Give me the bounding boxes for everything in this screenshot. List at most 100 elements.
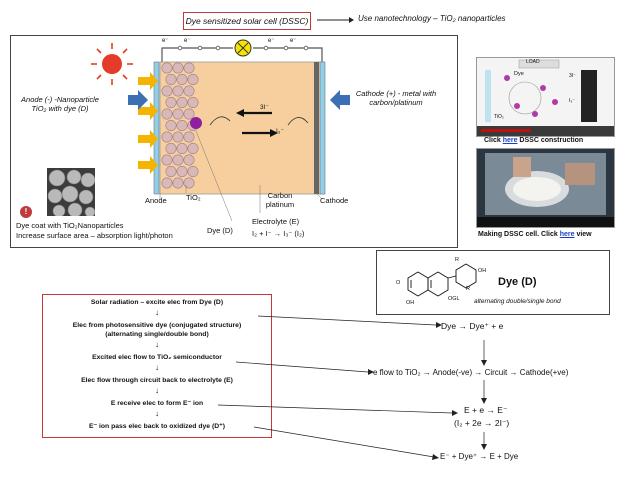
cathode-plate <box>314 62 319 194</box>
construction-link[interactable]: here <box>502 137 518 144</box>
dye-molecule <box>190 117 202 129</box>
dye-subtitle: alternating double/single bond <box>474 298 561 305</box>
dye-equation: Dye → Dye⁺ + e <box>441 321 504 331</box>
carbon-label: Carbon platinum <box>265 191 295 210</box>
electrolyte-equation: I₂ + I⁻ → I₃⁻ (I₂) <box>252 229 305 238</box>
down-arrow-icon: ↓ <box>155 409 159 418</box>
tio2-particle <box>161 154 173 166</box>
tio2-particle <box>165 143 177 155</box>
down-arrow-icon: ↓ <box>155 386 159 395</box>
iodine-equation: (I₂ + 2e → 2I⁻) <box>454 418 510 428</box>
making-video-image <box>477 149 614 227</box>
tio2-particle <box>172 154 184 166</box>
tio2-particle <box>187 143 199 155</box>
electron-label: e⁻ <box>184 38 191 44</box>
tio2-particle <box>172 131 184 143</box>
atom-r: R <box>466 286 470 292</box>
cathode-pointer-arrow <box>330 90 350 110</box>
tio2-particle <box>176 96 188 108</box>
step-3: Excited elec flow to TiO₂ semiconductor <box>92 354 222 361</box>
tio2-particle <box>183 62 195 74</box>
anode-glass <box>153 61 160 195</box>
cathode-title: Cathode (+) - metal with carbon/platinum <box>355 89 437 108</box>
dye-structure-box <box>376 250 610 315</box>
iodide-label: 3I⁻ <box>260 104 269 111</box>
tio2-particle <box>165 166 177 178</box>
electron-label: e⁻ <box>268 38 275 44</box>
title-arrow-icon <box>317 17 354 23</box>
nano-caption-2: Increase surface area – absorption light… <box>16 231 173 240</box>
light-arrows <box>138 72 158 174</box>
tio2-particle <box>172 108 184 120</box>
tio2-particle <box>183 108 195 120</box>
anode-label: Anode <box>145 196 167 205</box>
tio2-particle <box>165 96 177 108</box>
tio2-particle <box>161 85 173 97</box>
sim-load-label: LOAD <box>526 59 540 65</box>
making-caption: Making DSSC cell. Click here view <box>478 231 592 238</box>
diagram-title: Dye sensitized solar cell (DSSC) <box>183 12 311 30</box>
tio2-particle <box>172 177 184 189</box>
final-equation: E⁻ + Dye⁺ → E + Dye <box>440 452 519 461</box>
tio2-particle <box>183 177 195 189</box>
tio2-particle <box>165 73 177 85</box>
tio2-particle <box>176 73 188 85</box>
making-link[interactable]: here <box>559 231 575 238</box>
cathode-label: Cathode <box>320 196 349 205</box>
step-6: E⁻ ion pass elec back to oxidized dye (D… <box>89 423 225 430</box>
tio2-particle <box>161 131 173 143</box>
down-arrow-icon: ↓ <box>155 308 159 317</box>
making-video-thumbnail[interactable] <box>476 148 615 228</box>
construction-sim-image <box>477 58 614 136</box>
light-bulb-icon <box>234 39 252 57</box>
dye-label: Dye (D) <box>207 226 233 235</box>
tio2-particle <box>165 120 177 132</box>
tio2-particle <box>187 96 199 108</box>
step-5: E receive elec to form E⁻ ion <box>110 400 204 407</box>
process-steps-box: Solar radiation – excite elec from Dye (… <box>42 294 272 438</box>
dye-title: Dye (D) <box>498 276 537 288</box>
cathode-glass <box>319 61 326 195</box>
tio2-particle <box>161 108 173 120</box>
sim-tio2-label: TiO₂ <box>494 114 504 120</box>
atom-r: R <box>455 257 459 263</box>
atom-oh: OH <box>406 300 415 306</box>
electrolyte-equation-e: E + e → E⁻ <box>464 405 508 415</box>
warning-icon: ! <box>20 206 32 218</box>
tio2-label: TiO₂ <box>186 193 201 202</box>
electrolyte-label: Electrolyte (E) <box>252 217 300 226</box>
tio2-particle <box>176 120 188 132</box>
tio2-particle <box>161 62 173 74</box>
electron-flow-equation: e flow to TiO₂ → Anode(-ve) → Circuit → … <box>373 368 569 377</box>
down-arrow-icon: ↓ <box>155 363 159 372</box>
circuit-wire <box>161 47 323 62</box>
dye-structure-image <box>407 263 477 297</box>
atom-ogl: OGL <box>448 296 460 302</box>
step-4: Elec flow through circuit back to electr… <box>81 377 233 384</box>
tio2-particle <box>183 85 195 97</box>
tio2-particle <box>183 154 195 166</box>
down-arrow-icon: ↓ <box>155 340 159 349</box>
step-1: Solar radiation – excite elec from Dye (… <box>90 299 224 306</box>
nano-caption-1: Dye coat with TiO₂Nanoparticles <box>16 221 124 230</box>
tio2-particle <box>172 62 184 74</box>
tio2-particle <box>187 73 199 85</box>
tio2-particle <box>172 85 184 97</box>
title-note: Use nanotechnology – TiO₂ nanoparticles <box>358 14 506 23</box>
nanoparticle-image <box>47 168 95 216</box>
atom-o: O <box>396 280 401 286</box>
tio2-particle <box>176 166 188 178</box>
sim-3i-label: 3I⁻ <box>569 73 576 79</box>
tio2-particles <box>161 62 199 189</box>
tio2-particle <box>176 143 188 155</box>
dssc-cell-diagram <box>91 39 350 222</box>
tio2-particle <box>161 177 173 189</box>
construction-video-thumbnail[interactable] <box>476 57 615 137</box>
anode-title: Anode (-) -Nanoparticle TiO₂ with dye (D… <box>21 95 99 114</box>
atom-oh: OH <box>478 268 487 274</box>
step-2-detail: (alternating single/double bond) <box>105 331 209 338</box>
electron-label: e⁻ <box>290 38 297 44</box>
sun-icon <box>91 43 133 85</box>
sim-i3-label: I₃⁻ <box>569 98 576 104</box>
